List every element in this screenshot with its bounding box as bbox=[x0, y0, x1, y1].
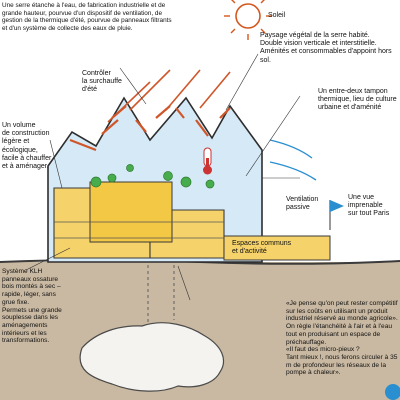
underground-cavern bbox=[79, 322, 225, 392]
flag-icon bbox=[329, 200, 344, 230]
logo-badge bbox=[385, 384, 400, 400]
annotation-greenhouse-skin: Une serre étanche à l'eau, de fabricatio… bbox=[2, 2, 172, 32]
annotation-light-volume: Un volume de construction légère et écol… bbox=[2, 122, 52, 171]
annotation-rooftop-garden: Paysage végétal de la serre habité. Doub… bbox=[260, 32, 392, 64]
sun-icon bbox=[224, 0, 272, 40]
annotation-buffer-space: Un entre-deux tampon thermique, lieu de … bbox=[318, 88, 397, 112]
annotation-summer-control: Contrôler la surchauffe d'été bbox=[82, 70, 122, 94]
annotation-sun: Soleil bbox=[268, 12, 286, 19]
rooftop-plants bbox=[90, 164, 215, 189]
shared-spaces-bar bbox=[223, 235, 331, 261]
annotation-paris-view: Une vue imprenable sur tout Paris bbox=[348, 194, 390, 218]
ventilation-arrows bbox=[269, 139, 317, 181]
annotation-passive-ventilation: Ventilation passive bbox=[286, 196, 319, 212]
thermometer-icon bbox=[203, 147, 212, 175]
annotation-shared-spaces: Espaces communs et d'activité bbox=[232, 240, 292, 256]
sun-ray-arrows bbox=[107, 69, 231, 123]
light-volume-core bbox=[89, 181, 173, 243]
annotation-quote: «Je pense qu'on peut rester compétitif s… bbox=[286, 300, 398, 377]
annotation-klh-system: Système KLH panneaux ossature bois monté… bbox=[2, 268, 62, 345]
